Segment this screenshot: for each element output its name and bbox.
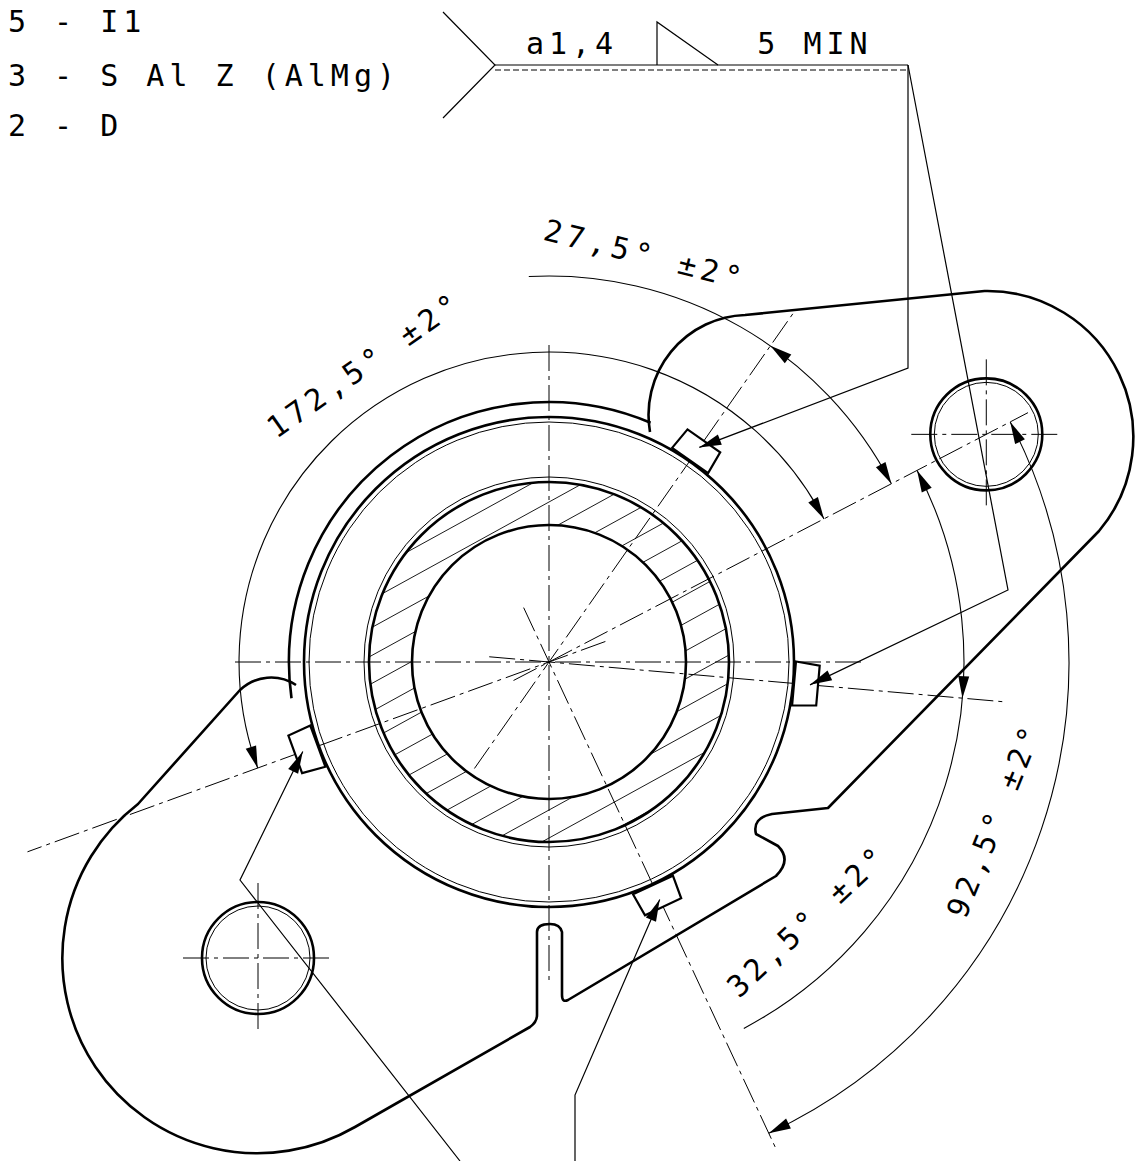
bolt-hole xyxy=(206,906,310,1010)
dimension-arc xyxy=(239,352,824,768)
hatch-line xyxy=(340,582,760,813)
dimension-arrowhead xyxy=(769,1119,791,1134)
weld-reference-line xyxy=(495,64,908,65)
hatch-line xyxy=(340,414,760,645)
leader-arrowhead xyxy=(646,900,660,922)
leader-line xyxy=(240,752,460,1161)
leader-arrowhead xyxy=(699,434,722,447)
hatch-line xyxy=(340,666,760,897)
angle-dimension: 27,5° ±2° xyxy=(539,215,752,295)
leader-arrowhead xyxy=(810,670,832,684)
dimension-arrowhead xyxy=(808,497,824,519)
weld-axis xyxy=(524,608,775,1147)
angle-dimension: 92,5° ±2° xyxy=(941,716,1048,923)
hatch-line xyxy=(340,554,760,785)
angle-dimension: 172,5° ±2° xyxy=(260,285,469,444)
weld-seam xyxy=(672,429,720,473)
hatch-line xyxy=(340,806,760,1037)
hatch-line xyxy=(340,750,760,981)
leader-line xyxy=(810,65,1008,685)
dimension-arrowhead xyxy=(1010,422,1025,444)
dimension-arrowhead xyxy=(246,745,258,768)
lug-axis xyxy=(514,413,1028,681)
weld-note: 5 - I1 xyxy=(6,7,148,37)
section-hatch xyxy=(340,246,760,1065)
leader-line xyxy=(575,899,660,1161)
weld-note: 3 - S Al Z (AlMg) xyxy=(6,61,402,91)
weld-size: a1,4 xyxy=(524,29,620,59)
dimension-arc xyxy=(529,276,892,484)
weld-axis xyxy=(489,657,1002,702)
ring-circle xyxy=(412,525,686,799)
hatch-line xyxy=(340,722,760,953)
weld-seam xyxy=(288,726,325,774)
ring-circle xyxy=(364,477,734,847)
bolt-hole xyxy=(202,902,314,1014)
weld-symbol-tail xyxy=(443,12,495,118)
weld-length: 5 MIN xyxy=(755,29,874,59)
hatch-line xyxy=(340,638,760,869)
dimension-arrowhead xyxy=(917,470,932,492)
angle-dimension: 32,5° ±2° xyxy=(720,838,895,1004)
hatch-line xyxy=(340,470,760,701)
center-line xyxy=(549,345,550,985)
weld-identification-line xyxy=(495,70,908,71)
weld-axis xyxy=(27,641,605,851)
clamp-band-arc xyxy=(289,402,651,698)
leader-line xyxy=(699,65,908,447)
hatch-line xyxy=(340,834,760,1065)
hatch-line xyxy=(340,610,760,841)
ring-circle xyxy=(304,417,794,907)
dimension-arrowhead xyxy=(958,676,969,698)
weld-note: 2 - D xyxy=(6,111,125,141)
ring-circle xyxy=(309,422,789,902)
hatch-line xyxy=(340,386,760,617)
hatch-line xyxy=(340,498,760,729)
fillet-weld-symbol xyxy=(657,22,718,65)
hatch-line xyxy=(340,694,760,925)
ring-circle xyxy=(369,482,729,842)
bracket-outline xyxy=(62,291,1133,1153)
hatch-line xyxy=(340,778,760,1009)
dimension-arrowhead xyxy=(876,462,892,484)
bolt-hole xyxy=(934,382,1038,486)
leader-arrowhead xyxy=(288,752,303,774)
dimension-arc xyxy=(769,422,1069,1133)
dimension-arrowhead xyxy=(770,346,791,364)
